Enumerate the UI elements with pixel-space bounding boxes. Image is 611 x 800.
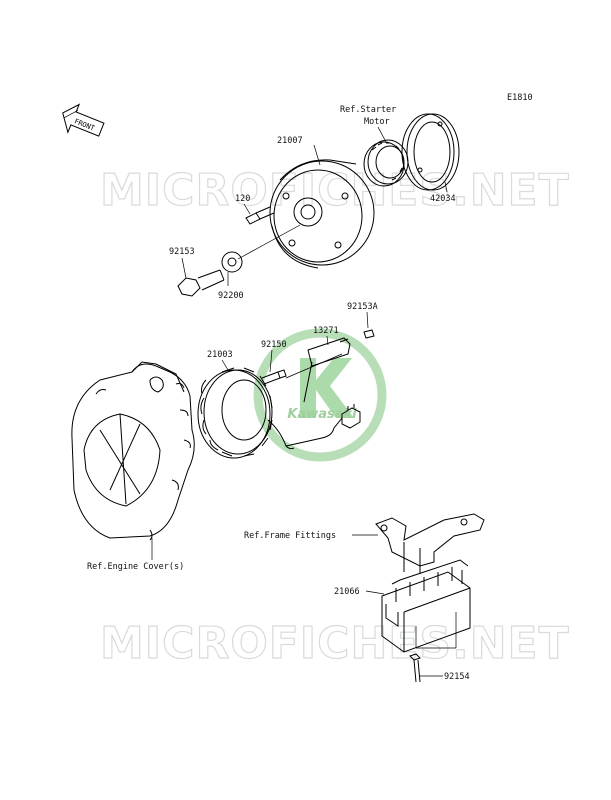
watermark-top: MICROFICHES.NET — [100, 165, 570, 216]
connector — [341, 404, 361, 429]
label-92153a: 92153A — [347, 302, 378, 312]
axis-line-top — [237, 224, 301, 260]
leader-21003 — [221, 359, 229, 371]
regulator-21066 — [381, 559, 471, 653]
washer-92200 — [221, 251, 243, 273]
axis-line-mid — [285, 353, 343, 379]
label-ref-starter-1: Ref.Starter — [340, 105, 396, 115]
label-21007: 21007 — [277, 136, 303, 146]
stator-21003 — [197, 367, 343, 459]
label-92150: 92150 — [261, 340, 287, 350]
leader-92153a — [366, 311, 369, 329]
frame-bracket — [375, 513, 485, 574]
label-120: 120 — [235, 194, 250, 204]
label-ref-frame: Ref.Frame Fittings — [244, 531, 336, 541]
rotor-21007 — [269, 159, 375, 269]
bolt-120 — [245, 206, 275, 225]
leader-120 — [243, 203, 251, 215]
label-92154: 92154 — [444, 672, 470, 682]
label-92153: 92153 — [169, 247, 195, 257]
watermark-bottom: MICROFICHES.NET — [100, 618, 570, 669]
engine-cover — [71, 361, 195, 541]
leader-ref-starter — [377, 126, 387, 143]
kawasaki-logo-text: Kawasaki — [287, 407, 357, 422]
bolt-92154 — [409, 653, 421, 683]
leader-42034 — [444, 181, 448, 193]
leader-92153 — [181, 257, 187, 279]
leader-13271 — [326, 335, 329, 346]
leader-21007 — [313, 144, 321, 166]
front-arrow-icon: FRONT — [62, 103, 105, 137]
leader-21066 — [365, 590, 385, 595]
leader-92150 — [269, 349, 273, 373]
bolt-92153a — [363, 329, 375, 339]
label-42034: 42034 — [430, 194, 456, 204]
label-13271: 13271 — [313, 326, 339, 336]
label-ref-starter-2: Motor — [364, 117, 390, 127]
sensor-13271 — [303, 337, 351, 403]
label-ref-engine: Ref.Engine Cover(s) — [87, 562, 184, 572]
label-92200: 92200 — [218, 291, 244, 301]
label-21066: 21066 — [334, 587, 360, 597]
label-21003: 21003 — [207, 350, 233, 360]
kawasaki-logo: Kawasaki — [253, 328, 387, 462]
diagram-code: E1810 — [507, 93, 533, 103]
gear-42034 — [401, 113, 460, 191]
bolt-92150 — [261, 369, 287, 385]
